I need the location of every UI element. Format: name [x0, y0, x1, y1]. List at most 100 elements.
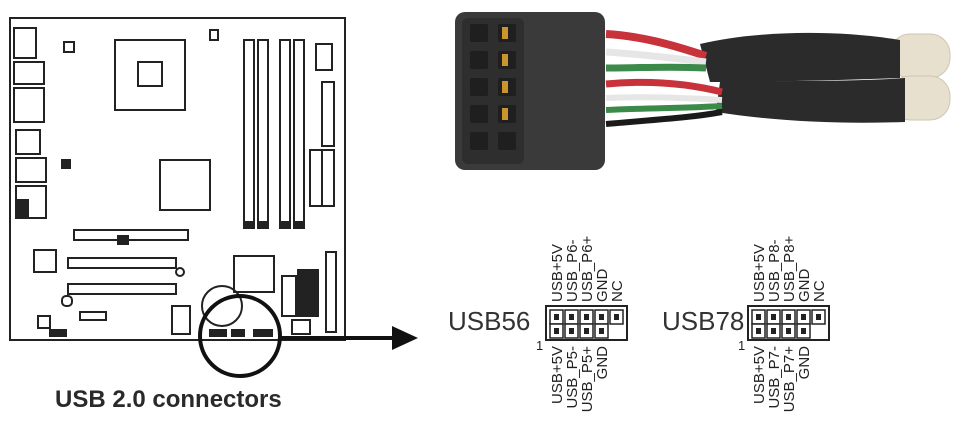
rear-io-ps2: [13, 27, 37, 59]
small-box-bl-2: [49, 329, 67, 337]
header-pin-dot: [816, 314, 821, 320]
pin-one-marker: 1: [536, 338, 543, 353]
header-pin-dot: [771, 328, 776, 334]
header-pin-dot: [756, 314, 761, 320]
pin-label-top: USB+5V: [751, 244, 768, 302]
small-jumper: [63, 41, 75, 53]
pin-label-bottom: USB_P5-: [564, 346, 581, 409]
pin-label-top: GND: [594, 269, 611, 303]
rear-io-jack: [15, 199, 29, 217]
header-pin-dot: [801, 328, 806, 334]
cmos-battery: [201, 285, 243, 327]
motherboard-layout: [9, 17, 346, 341]
wire-white-1: [605, 48, 707, 66]
pin-hole: [470, 51, 488, 69]
pin-hole: [470, 78, 488, 96]
dimm-latch-3: [279, 221, 291, 229]
header-pin-dot: [584, 314, 589, 320]
cap-stack: [291, 319, 311, 335]
pin-hole: [470, 24, 488, 42]
rear-io-usb: [15, 129, 41, 155]
usb-header-b: [231, 329, 245, 337]
header-pin-dot: [569, 314, 574, 320]
small-component-2: [175, 267, 185, 277]
header-pin-dot: [569, 328, 574, 334]
header-pin-dot: [554, 314, 559, 320]
front-panel-header-box: [79, 311, 107, 321]
agp-slot: [73, 229, 189, 241]
bios-chip: [171, 305, 191, 335]
pin-label-bottom: USB_P7-: [766, 346, 783, 409]
side-header: [325, 251, 337, 333]
usb78-header-diagram: 1USB+5VUSB_P8-USB_P8+GNDNCUSB+5VUSB_P7-U…: [738, 235, 830, 413]
small-header: [61, 159, 71, 169]
usb-header-a: [209, 329, 227, 337]
pin-label-bottom: USB+5V: [549, 346, 566, 404]
wire-white-2: [605, 94, 723, 103]
pci-slot-1: [67, 257, 177, 269]
pin-label-bottom: USB_P7+: [781, 346, 798, 413]
pin-contact: [502, 108, 508, 120]
dimm-latch-4: [293, 221, 305, 229]
rear-io-lan: [15, 157, 47, 183]
southbridge: [233, 255, 275, 293]
lan-chip: [297, 269, 319, 317]
small-cap: [61, 295, 73, 307]
header-pin-dot: [614, 314, 619, 320]
small-chip: [209, 29, 219, 41]
pin-hole: [470, 132, 488, 150]
pin-label-bottom: GND: [796, 346, 813, 380]
connector-pins: [470, 24, 516, 150]
header-pin-dot: [771, 314, 776, 320]
small-box-bl: [37, 315, 51, 329]
pin-label-bottom: USB_P5+: [579, 346, 596, 413]
wire-red-1: [605, 30, 708, 60]
pin-hole: [498, 132, 516, 150]
pin-contact: [502, 81, 508, 93]
pin-label-top: USB_P6-: [564, 239, 581, 302]
audio-chip: [33, 249, 57, 273]
northbridge: [159, 159, 211, 211]
header-pin-dot: [584, 328, 589, 334]
pin-label-bottom: GND: [594, 346, 611, 380]
wire-red-2: [605, 78, 723, 96]
dimm-latch-2: [257, 221, 269, 229]
sata-connector: [321, 149, 335, 207]
rear-io-vga: [13, 87, 45, 123]
usb56-header-name: USB56: [448, 306, 531, 336]
pin-label-top: NC: [609, 280, 626, 302]
pin-label-top: USB_P8-: [766, 239, 783, 302]
usb78-header-name: USB78: [662, 306, 745, 336]
pin-one-marker: 1: [738, 338, 745, 353]
rear-io-serial: [13, 61, 45, 85]
pin-contact: [502, 27, 508, 39]
wire-green-2: [605, 103, 723, 113]
pci-slot-2: [67, 283, 177, 295]
small-component: [117, 235, 129, 245]
atx-power: [315, 43, 333, 71]
pin-label-top: GND: [796, 269, 813, 303]
pin-label-top: USB_P8+: [781, 235, 798, 302]
pin-hole: [470, 105, 488, 123]
pin-label-bottom: USB+5V: [751, 346, 768, 404]
pin-contact: [502, 54, 508, 66]
cpu-die: [137, 61, 163, 87]
usb-header-c: [253, 329, 273, 337]
usb56-header-diagram: 1USB+5VUSB_P6-USB_P6+GNDNCUSB+5VUSB_P5-U…: [536, 235, 628, 413]
header-pin-dot: [786, 328, 791, 334]
wire-black-2: [605, 109, 723, 127]
cpu-socket: [114, 39, 186, 111]
header-pin-dot: [786, 314, 791, 320]
pin-label-top: USB+5V: [549, 244, 566, 302]
cable-sleeve-top: [700, 32, 900, 82]
usb-cable-connector: [455, 12, 951, 170]
wire-green-1: [605, 63, 707, 72]
pointer-arrow: [280, 326, 418, 350]
header-pin-dot: [801, 314, 806, 320]
header-pin-dot: [756, 328, 761, 334]
super-io: [281, 275, 297, 317]
ide-connector: [321, 81, 335, 147]
cable-sleeve-bottom: [716, 78, 905, 123]
pin-label-top: USB_P6+: [579, 235, 596, 302]
